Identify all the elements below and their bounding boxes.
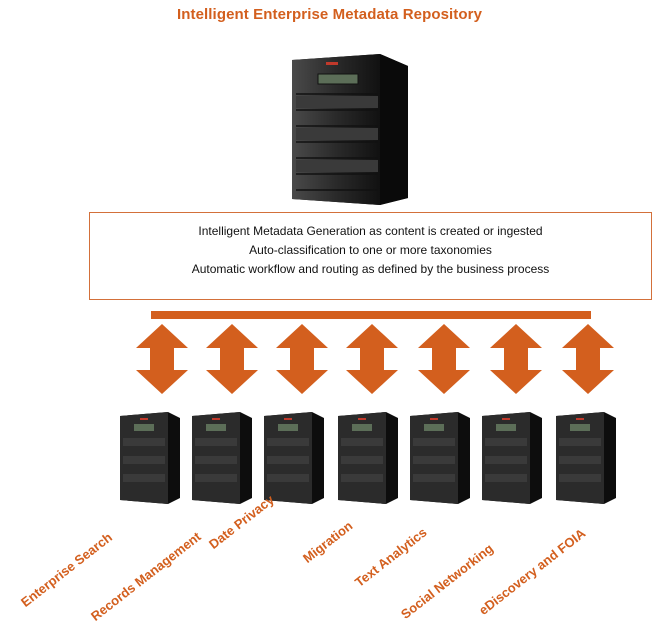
label-migration: Migration	[300, 517, 356, 566]
double-arrow-icon	[418, 324, 470, 394]
capability-line-2: Auto-classification to one or more taxon…	[249, 243, 492, 257]
connector-bus	[151, 311, 591, 319]
double-arrow-icon	[562, 324, 614, 394]
server-icon	[192, 412, 252, 504]
double-arrow-icon	[136, 324, 188, 394]
diagram-title: Intelligent Enterprise Metadata Reposito…	[176, 6, 483, 23]
server-icon	[482, 412, 542, 504]
server-icon	[556, 412, 616, 504]
server-icon	[410, 412, 470, 504]
label-ediscovery-foia: eDiscovery and FOIA	[476, 525, 589, 618]
label-text-analytics: Text Analytics	[352, 524, 430, 590]
double-arrow-icon	[206, 324, 258, 394]
label-enterprise-search: Enterprise Search	[18, 529, 115, 610]
capabilities-box: Intelligent Metadata Generation as conte…	[89, 212, 652, 300]
capability-line-1: Intelligent Metadata Generation as conte…	[198, 224, 543, 238]
server-icon	[338, 412, 398, 504]
double-arrow-icon	[490, 324, 542, 394]
capability-line-3: Automatic workflow and routing as define…	[191, 262, 550, 276]
double-arrow-icon	[346, 324, 398, 394]
double-arrow-icon	[276, 324, 328, 394]
server-icon	[264, 412, 324, 504]
server-icon	[120, 412, 180, 504]
repository-server-icon	[292, 54, 408, 205]
